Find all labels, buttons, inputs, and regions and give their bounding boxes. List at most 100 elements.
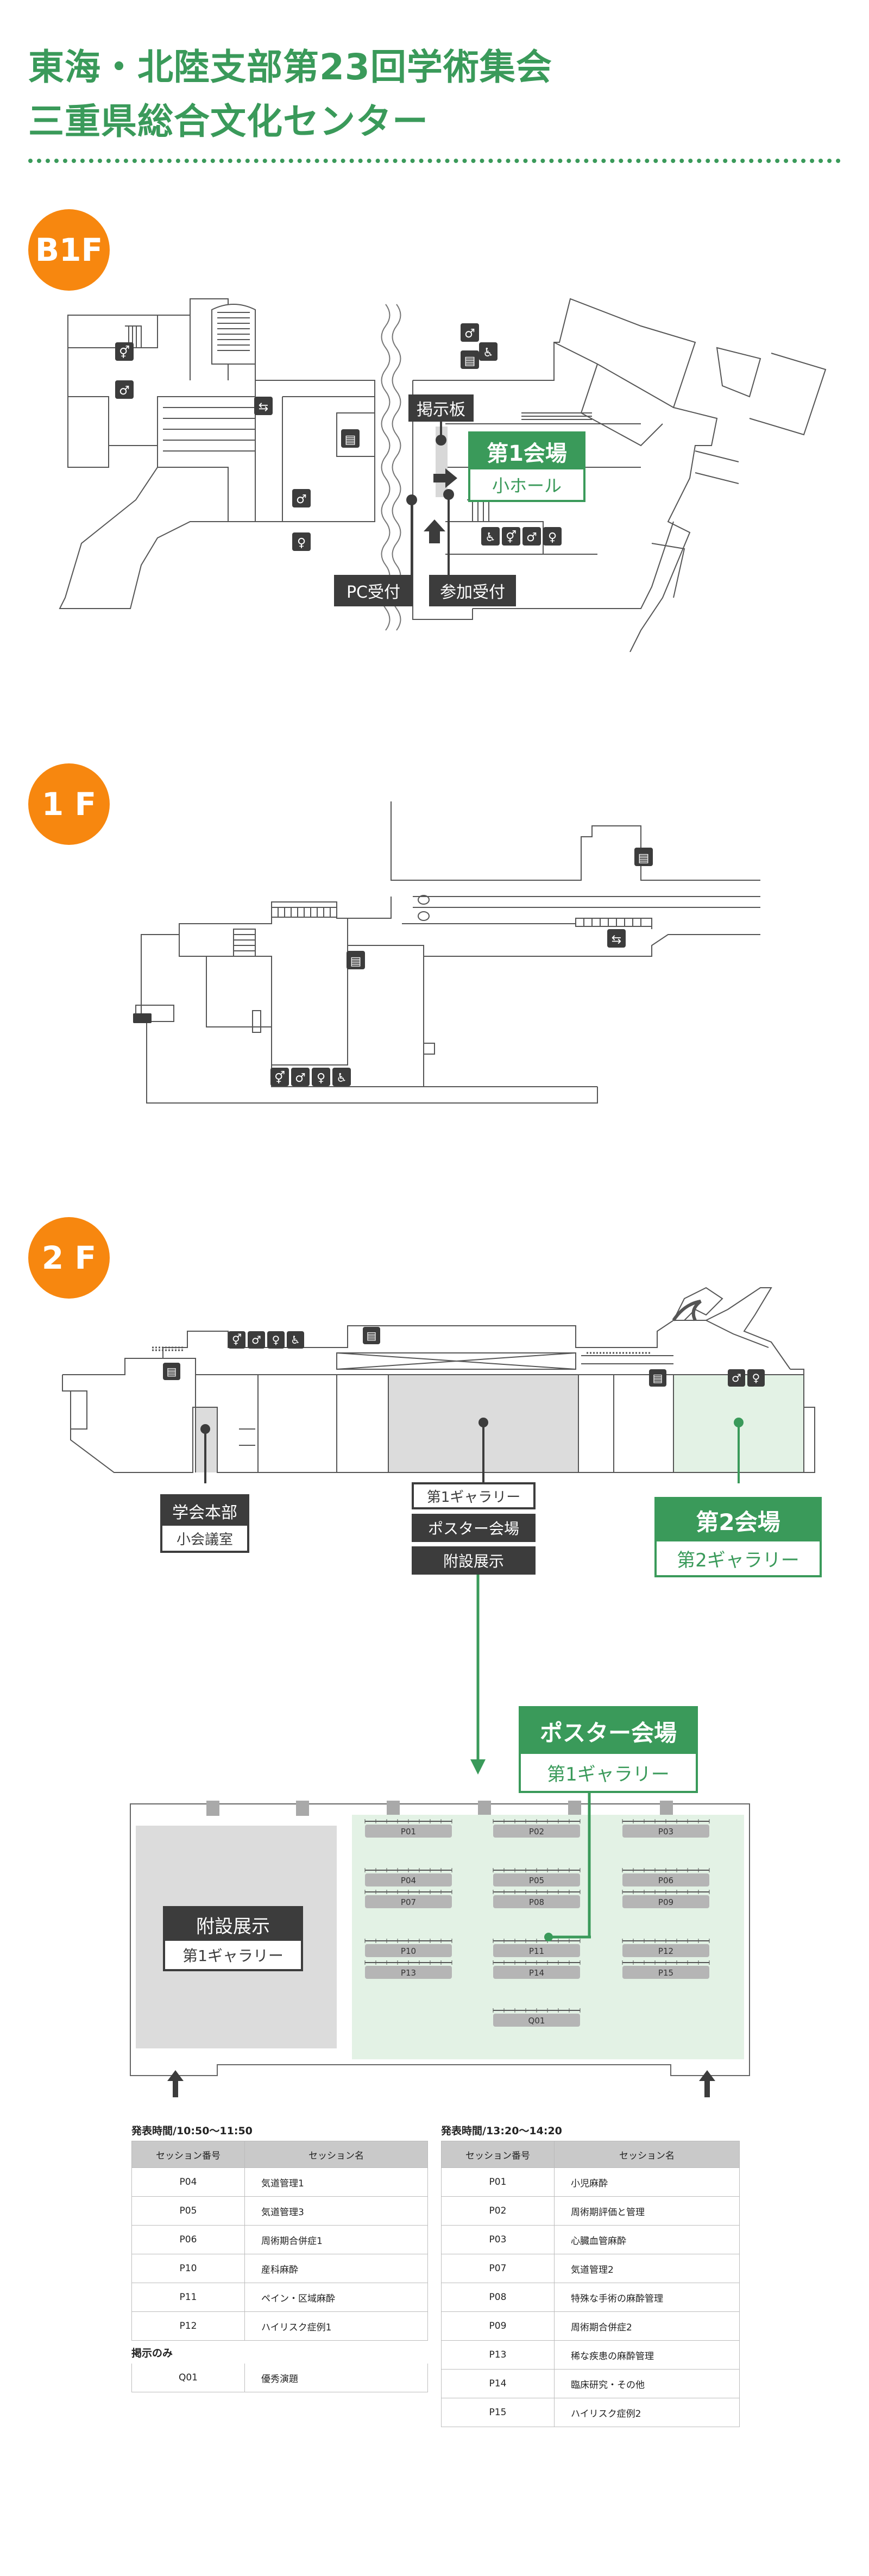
svg-text:♀: ♀	[297, 536, 306, 550]
session-number-cell: P02	[441, 2196, 555, 2226]
page-title-event: 東海・北陸支部第23回学術集会	[28, 46, 552, 88]
svg-text:♿: ♿	[291, 1333, 300, 1346]
poster-board: P09	[622, 1890, 710, 1908]
venue-1-label: 第1会場 小ホール	[468, 431, 585, 502]
poster-board-label: Q01	[528, 2016, 545, 2026]
svg-text:⚥: ⚥	[506, 530, 517, 544]
exhibit-map-label: 附設展示 第1ギャラリー	[163, 1906, 303, 1971]
poster-board: P14	[493, 1960, 581, 1979]
poster-board-label: P06	[658, 1876, 673, 1885]
table-header-row: セッション番号 セッション名	[441, 2141, 740, 2168]
svg-text:♂: ♂	[526, 531, 537, 544]
svg-text:▤: ▤	[638, 851, 650, 865]
poster-board: P10	[364, 1939, 452, 1957]
poster-board-label: P13	[401, 1968, 416, 1978]
venue-1-sub: 小ホール	[470, 469, 583, 500]
session-number-cell: P14	[441, 2369, 555, 2398]
session-name-cell: 産科麻酔	[244, 2254, 428, 2283]
svg-text:▤: ▤	[350, 955, 362, 968]
svg-text:♂: ♂	[732, 1371, 741, 1384]
venue-2-label: 第2会場 第2ギャラリー	[654, 1497, 822, 1577]
floor-badge-1f: 1 F	[28, 763, 110, 845]
poster-board: P15	[622, 1960, 710, 1979]
poster-board: P12	[622, 1939, 710, 1957]
svg-text:⇆: ⇆	[612, 933, 621, 947]
poster-board-label: P09	[658, 1897, 673, 1907]
poster-callout-title: ポスター会場	[539, 1719, 677, 1746]
session-number-cell: P12	[131, 2311, 245, 2341]
left-extra-caption: 掲示のみ	[131, 2347, 173, 2359]
svg-text:♿: ♿	[483, 346, 494, 360]
floor-plan-2f: ⚥♂♀♿ ▤▤▤ ♂♀	[62, 1287, 815, 1483]
poster-venue-label: ポスター会場	[412, 1514, 536, 1542]
dotted-divider	[28, 159, 841, 163]
svg-text:▤: ▤	[653, 1371, 663, 1384]
arrow-to-poster-map	[470, 1575, 486, 1775]
poster-callout: ポスター会場 第1ギャラリー	[519, 1706, 698, 1793]
session-number-cell: P05	[131, 2196, 245, 2226]
session-name-cell: 周術期評価と管理	[554, 2196, 740, 2226]
svg-text:♀: ♀	[317, 1071, 325, 1085]
svg-text:♂: ♂	[296, 493, 307, 506]
svg-text:⇆: ⇆	[259, 400, 268, 414]
session-number-cell: P11	[131, 2283, 245, 2312]
session-name-cell: 心臓血管麻酔	[554, 2225, 740, 2254]
hq-sub: 小会議室	[162, 1526, 247, 1551]
poster-callout-sub: 第1ギャラリー	[521, 1754, 696, 1791]
session-name-cell: ハイリスク症例2	[554, 2398, 740, 2427]
poster-board-label: P11	[529, 1946, 544, 1956]
col-header-name: セッション名	[244, 2141, 428, 2168]
session-number-cell: P10	[131, 2254, 245, 2283]
session-number-cell: P03	[441, 2225, 555, 2254]
hq-title: 学会本部	[172, 1503, 237, 1522]
session-number-cell: P01	[441, 2167, 555, 2197]
venue-1-title: 第1会場	[487, 441, 567, 466]
svg-text:♀: ♀	[752, 1371, 760, 1384]
pc-reception-label: PC受付	[334, 575, 413, 606]
svg-text:⚥: ⚥	[119, 345, 130, 360]
bulletin-board-label: 掲示板	[408, 394, 474, 422]
svg-text:♿: ♿	[485, 531, 496, 544]
page-title-venue: 三重県総合文化センター	[28, 101, 429, 142]
svg-text:♀: ♀	[272, 1333, 280, 1346]
poster-board-label: P05	[529, 1876, 544, 1885]
poster-board: P05	[493, 1868, 581, 1886]
session-number-cell: P15	[441, 2398, 555, 2427]
session-name-cell: 優秀演題	[244, 2364, 428, 2392]
svg-text:♂: ♂	[464, 327, 475, 341]
poster-board-label: P12	[658, 1946, 673, 1956]
poster-board: P02	[493, 1819, 581, 1838]
right-table-caption: 発表時間/13:20〜14:20	[441, 2125, 562, 2137]
session-number-cell: P09	[441, 2311, 555, 2341]
session-number-cell: P13	[441, 2340, 555, 2370]
svg-text:⚥: ⚥	[274, 1070, 285, 1085]
svg-text:♿: ♿	[336, 1071, 347, 1085]
poster-board: P03	[622, 1819, 710, 1838]
session-name-cell: 気道管理2	[554, 2254, 740, 2283]
poster-board-label: P03	[658, 1827, 673, 1837]
svg-text:▤: ▤	[367, 1329, 377, 1342]
col-header-number: セッション番号	[131, 2141, 245, 2168]
poster-board: P01	[364, 1819, 452, 1838]
session-name-cell: ハイリスク症例1	[244, 2311, 428, 2341]
poster-board-label: P01	[401, 1827, 416, 1837]
col-header-number: セッション番号	[441, 2141, 555, 2168]
svg-text:♂: ♂	[119, 384, 130, 398]
session-name-cell: 周術期合併症2	[554, 2311, 740, 2341]
